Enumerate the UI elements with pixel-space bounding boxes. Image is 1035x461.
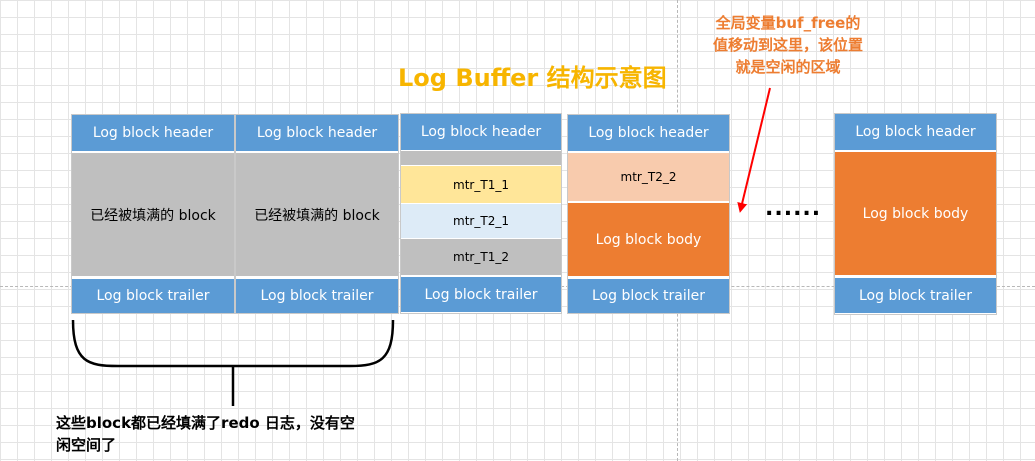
block-1-trailer: Log block trailer [72,279,234,313]
mtr-t1-1-entry: mtr_T1_1 [401,166,561,203]
caption-line-2: 闲空间了 [56,436,117,454]
block-4-header: Log block header [568,115,729,151]
block-3-header: Log block header [401,114,561,150]
block-2-body: 已经被填满的 block [236,153,398,276]
log-block-5: Log block header Log block body Log bloc… [834,113,997,315]
block-5-body: Log block body [835,152,996,275]
block-1-body: 已经被填满的 block [72,153,234,276]
note-line-2: 值移动到这里，该位置 [712,36,863,54]
block-3-spacer [401,151,561,165]
buf-free-note: 全局变量buf_free的 值移动到这里，该位置 就是空闲的区域 [688,12,888,78]
brace-bracket [71,319,395,368]
caption-line-1: 这些block都已经填满了redo 日志，没有空 [56,414,355,432]
log-block-2: Log block header 已经被填满的 block Log block … [235,114,399,314]
log-block-1: Log block header 已经被填满的 block Log block … [71,114,235,314]
mtr-t2-2-entry: mtr_T2_2 [568,153,729,201]
filled-blocks-caption: 这些block都已经填满了redo 日志，没有空 闲空间了 [56,412,396,456]
block-5-trailer: Log block trailer [835,278,996,313]
block-4-free-body: Log block body [568,203,729,276]
buf-free-arrow [737,87,771,213]
block-1-header: Log block header [72,115,234,151]
block-4-trailer: Log block trailer [568,279,729,313]
block-2-header: Log block header [236,115,398,151]
diagram-title: Log Buffer 结构示意图 [398,64,667,92]
block-3-trailer: Log block trailer [401,277,561,312]
log-block-4: Log block header mtr_T2_2 Log block body… [567,114,730,314]
log-block-3: Log block header mtr_T1_1 mtr_T2_1 mtr_T… [400,113,562,314]
mtr-t1-2-entry: mtr_T1_2 [401,239,561,275]
mtr-t2-1-entry: mtr_T2_1 [401,204,561,238]
block-5-header: Log block header [835,114,996,150]
note-line-1: 全局变量buf_free的 [715,14,861,32]
ellipsis: ...... [765,196,822,221]
block-2-trailer: Log block trailer [236,279,398,313]
note-line-3: 就是空闲的区域 [735,58,841,76]
